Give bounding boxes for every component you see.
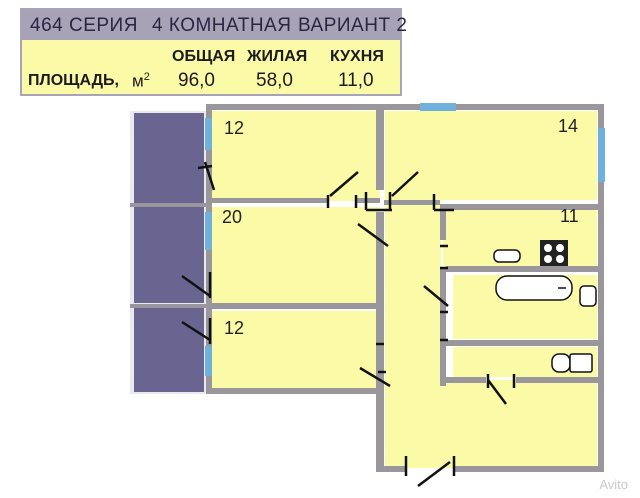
doors <box>181 161 516 487</box>
room-area-top-left: 12 <box>224 118 245 138</box>
header-bar <box>22 10 400 40</box>
bathtub <box>495 275 573 301</box>
rooms-type-label: 4 КОМНАТНАЯ <box>152 15 292 36</box>
variant-label: ВАРИАНТ 2 <box>298 15 408 36</box>
col-total-header: ОБЩАЯ <box>172 48 236 65</box>
kitchen-area: 11 <box>560 206 579 226</box>
col-living-header: ЖИЛАЯ <box>247 48 308 65</box>
col-kitchen-header: КУХНЯ <box>330 48 384 65</box>
toilet <box>551 353 593 373</box>
watermark: Avito <box>599 477 628 492</box>
stove <box>540 240 568 266</box>
balcony <box>130 111 208 394</box>
windows <box>205 103 605 376</box>
room-area-middle-left: 20 <box>222 207 243 227</box>
total-area-value: 96,0 <box>178 70 215 91</box>
area-label: ПЛОЩАДЬ, <box>28 72 119 89</box>
living-area-value: 58,0 <box>256 70 293 91</box>
rooms-fill <box>212 111 597 468</box>
washbasin <box>579 285 597 307</box>
area-unit: м2 <box>132 71 150 91</box>
sink <box>493 249 521 263</box>
room-area-bottom-left: 12 <box>224 318 245 338</box>
room-area-top-right: 14 <box>558 116 579 136</box>
header-panel: 464 СЕРИЯ 4 КОМНАТНАЯ ВАРИАНТ 2 ОБЩАЯ ЖИ… <box>20 8 407 96</box>
fixtures <box>493 240 597 373</box>
series-label: 464 СЕРИЯ <box>30 15 138 36</box>
kitchen-area-value: 11,0 <box>338 70 374 91</box>
